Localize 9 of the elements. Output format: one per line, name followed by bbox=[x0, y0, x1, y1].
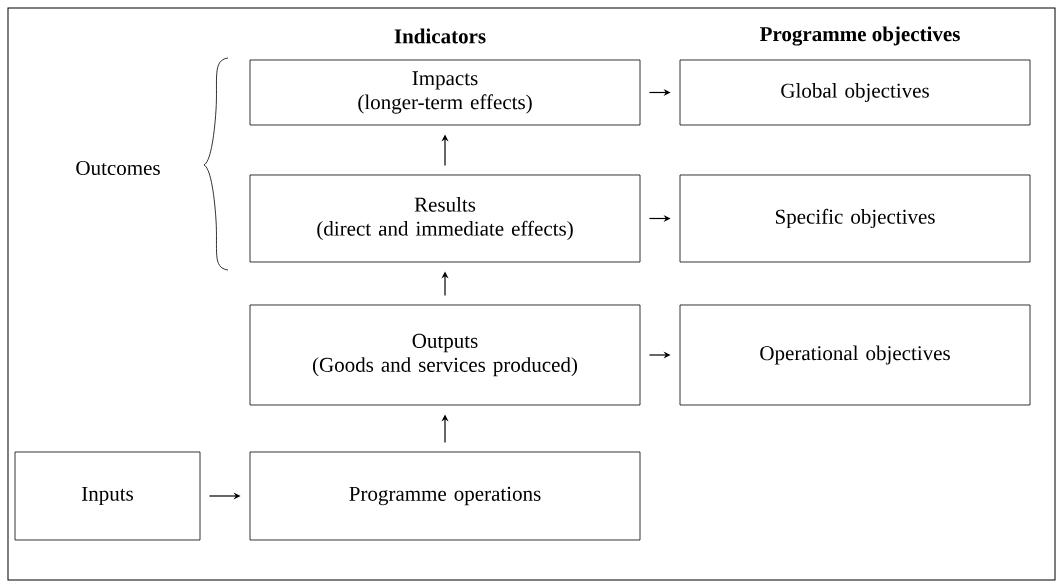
box: Programme operations bbox=[249, 451, 641, 541]
box: Operational objectives bbox=[679, 304, 1031, 406]
box: Results (direct and immediate effects) bbox=[249, 174, 641, 263]
box: Inputs bbox=[14, 451, 201, 541]
box: Specific objectives bbox=[679, 174, 1031, 263]
box: Impacts (longer-term effects) bbox=[249, 59, 641, 126]
side-label: Outcomes bbox=[76, 160, 160, 176]
box: Global objectives bbox=[679, 59, 1031, 126]
box: Outputs (Goods and services produced) bbox=[249, 304, 641, 406]
